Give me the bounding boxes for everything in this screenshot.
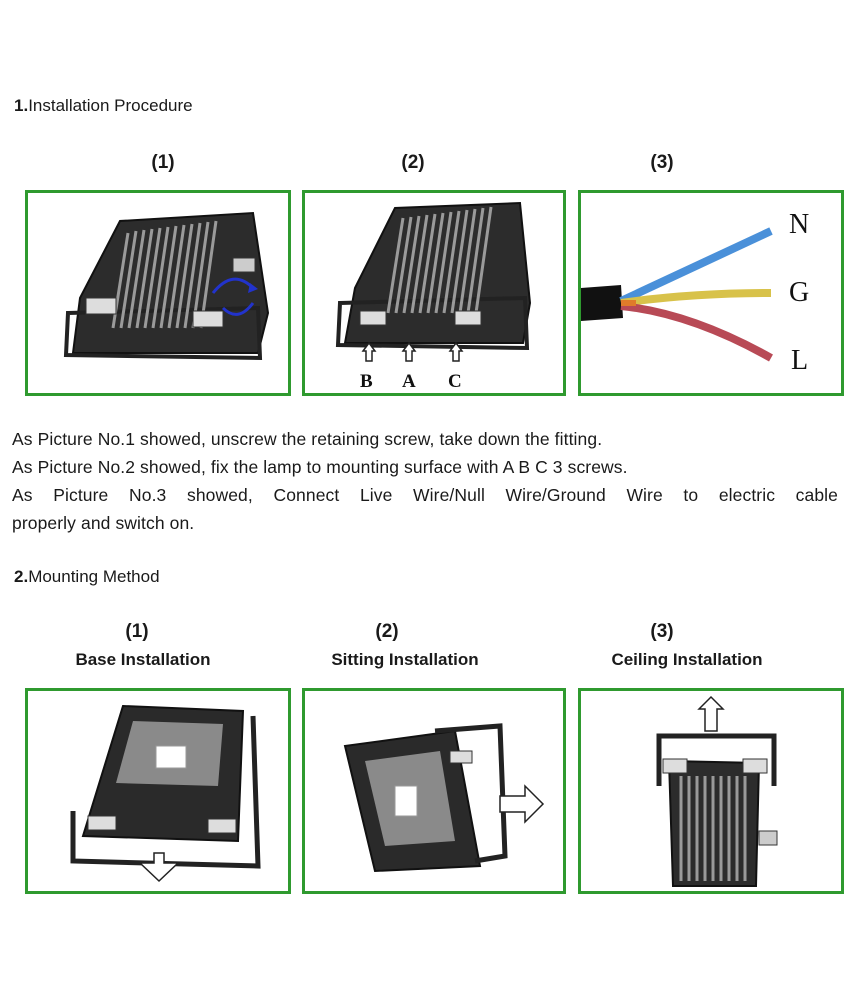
section-2-number: 2.	[14, 567, 29, 586]
section-2-title-text: Mounting Method	[28, 567, 160, 586]
screw-label-b: B	[360, 371, 373, 392]
instruction-line-1: As Picture No.1 showed, unscrew the reta…	[12, 429, 603, 449]
wire-label-l: L	[791, 345, 808, 376]
section-1-title: 1.Installation Procedure	[14, 96, 193, 116]
wire-label-n: N	[789, 209, 809, 240]
install-picture-3: N G L	[578, 190, 844, 396]
wires-illustration: N G L	[581, 209, 809, 376]
section-1-number: 1.	[14, 96, 29, 115]
instruction-line-2: As Picture No.2 showed, fix the lamp to …	[12, 457, 628, 477]
floodlight-back-illustration	[63, 211, 270, 361]
instruction-line-3: As Picture No.3 showed, Connect Live Wir…	[12, 485, 838, 505]
mount-1-number: (1)	[125, 621, 149, 642]
instructions-paragraph: As Picture No.1 showed, unscrew the reta…	[12, 425, 838, 537]
sitting-installation-illustration	[343, 723, 545, 873]
instruction-line-4: properly and switch on.	[12, 513, 195, 533]
base-installation-illustration	[70, 704, 261, 883]
screw-label-a: A	[402, 371, 416, 392]
screw-label-c: C	[448, 371, 462, 392]
mount-2-name: Sitting Installation	[331, 650, 479, 669]
mount-3-number: (3)	[650, 621, 674, 642]
mount-2-number: (2)	[375, 621, 399, 642]
ceiling-installation-illustration	[656, 695, 778, 887]
wire-label-g: G	[789, 277, 809, 308]
install-picture-1	[25, 190, 291, 396]
install-step-2-number: (2)	[401, 152, 425, 173]
floodlight-screws-illustration: B A C	[335, 201, 532, 392]
mount-3-name: Ceiling Installation	[611, 650, 763, 669]
mount-picture-2	[302, 688, 566, 894]
section-2-title: 2.Mounting Method	[14, 567, 160, 587]
install-step-3-number: (3)	[650, 152, 674, 173]
mount-picture-3	[578, 688, 844, 894]
section-1-title-text: Installation Procedure	[28, 96, 193, 115]
mount-1-name: Base Installation	[75, 650, 211, 669]
install-picture-2: B A C	[302, 190, 566, 396]
install-step-1-number: (1)	[151, 152, 175, 173]
mount-picture-1	[25, 688, 291, 894]
